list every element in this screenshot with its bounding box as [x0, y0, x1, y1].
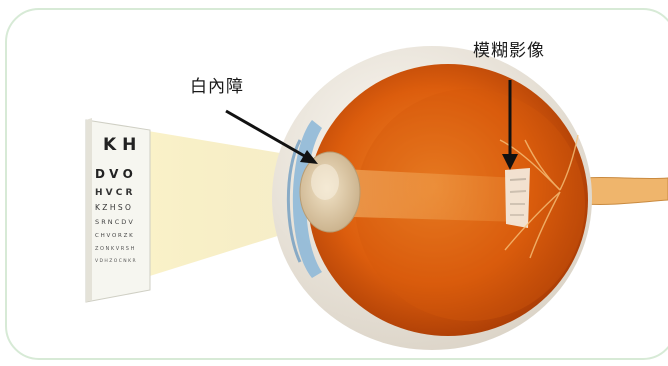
blurry-retina-image [505, 168, 530, 228]
chart-row-6: C H V O R Z K [95, 233, 133, 239]
chart-row-1: K H [103, 135, 136, 155]
optic-nerve [585, 177, 668, 204]
blurry-image-label: 模糊影像 [473, 36, 545, 61]
chart-row-7: Z O N K V R S H [95, 246, 135, 252]
cataract-label: 白內障 [190, 72, 244, 97]
chart-row-5: S R N C D V [95, 218, 133, 226]
chart-row-4: K Z H S O [95, 203, 131, 212]
chart-row-2: D V O [95, 167, 133, 181]
eye-chart: K H D V O H V C R K Z H S O S R N C D V … [86, 118, 150, 302]
chart-row-3: H V C R [95, 188, 133, 198]
chart-row-8: V D H Z O C N K R [95, 258, 136, 264]
